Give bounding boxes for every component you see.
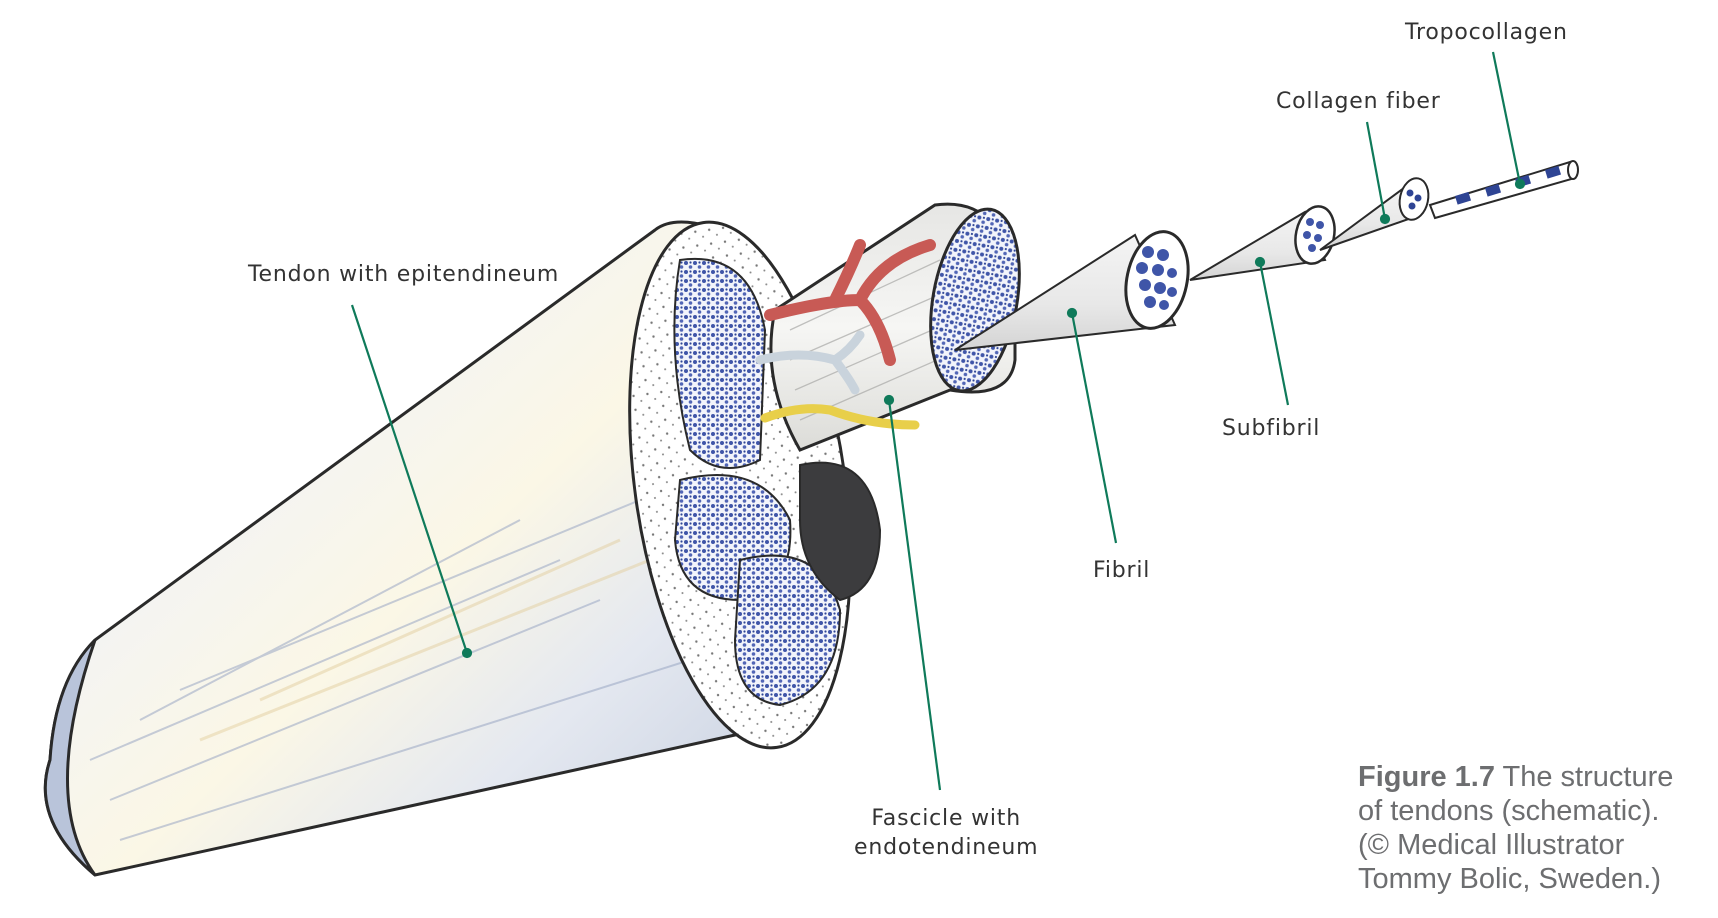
- figure-number: Figure 1.7: [1358, 761, 1495, 793]
- leader-dot-subfibril: [1254, 256, 1266, 268]
- leader-dot-fibril: [1066, 307, 1078, 319]
- leader-fibril: [1070, 312, 1118, 544]
- leader-tropocollagen: [1491, 51, 1522, 185]
- leader-collagen-fiber: [1365, 121, 1387, 220]
- nerve: [760, 404, 920, 430]
- caption-line4: Tommy Bolic, Sweden.): [1358, 863, 1661, 895]
- label-fibril: Fibril: [1093, 558, 1151, 583]
- label-fascicle: Fascicle with endotendineum: [854, 804, 1038, 862]
- fibril-cone: [954, 230, 1190, 351]
- label-fascicle-line1: Fascicle with: [871, 806, 1021, 831]
- label-collagen-fiber: Collagen fiber: [1276, 89, 1441, 114]
- leader-dot-fascicle: [883, 394, 895, 406]
- label-subfibril: Subfibril: [1222, 416, 1321, 441]
- vein: [755, 330, 865, 395]
- tendon-body: [43, 220, 747, 877]
- caption-line3: (© Medical Illustrator: [1358, 829, 1625, 861]
- caption-line2: of tendons (schematic).: [1358, 795, 1660, 827]
- leader-dot-collagen-fiber: [1379, 213, 1391, 225]
- collagen-fiber-cone: [1319, 177, 1430, 251]
- subfibril-cone: [1189, 205, 1336, 281]
- label-tropocollagen: Tropocollagen: [1405, 20, 1568, 45]
- tropocollagen-strand: [1428, 160, 1579, 220]
- artery: [764, 239, 936, 366]
- leader-fascicle: [887, 399, 942, 791]
- figure-caption: Figure 1.7 The structure of tendons (sch…: [1358, 760, 1673, 896]
- label-fascicle-line2: endotendineum: [854, 835, 1039, 860]
- leader-dot-tropocollagen: [1514, 178, 1526, 190]
- leader-dot-tendon: [461, 647, 473, 659]
- leader-subfibril: [1258, 261, 1290, 406]
- label-tendon: Tendon with epitendineum: [248, 262, 560, 287]
- leader-tendon: [350, 304, 469, 654]
- caption-line1: The structure: [1495, 761, 1674, 793]
